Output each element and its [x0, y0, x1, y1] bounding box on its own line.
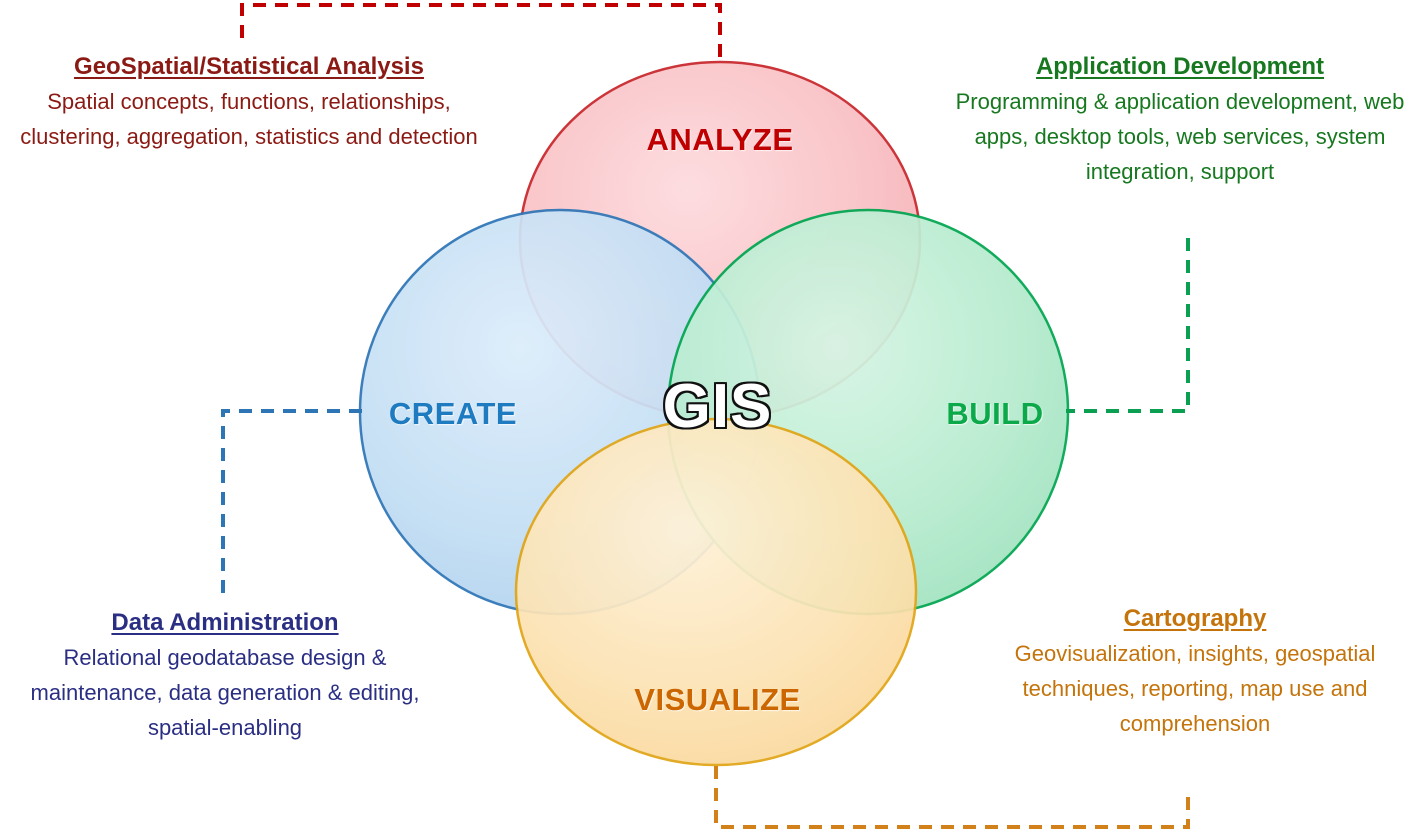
- caption-title-appdev: Application Development: [1035, 53, 1325, 80]
- circle-label-analyze: ANALYZE: [646, 122, 794, 157]
- caption-body-dataadmin: Relational geodatabase design & maintena…: [30, 645, 420, 740]
- caption-cartography: Cartography Geovisualization, insights, …: [975, 604, 1411, 741]
- caption-data-administration: Data Administration Relational geodataba…: [0, 608, 450, 745]
- caption-title-geospatial: GeoSpatial/Statistical Analysis: [74, 53, 424, 80]
- circle-label-build: BUILD: [946, 396, 1044, 431]
- circle-visualize: [514, 417, 918, 767]
- caption-title-cartography: Cartography: [1123, 605, 1267, 632]
- caption-body-cartography: Geovisualization, insights, geospatial t…: [1014, 641, 1376, 736]
- caption-title-dataadmin: Data Administration: [111, 609, 339, 636]
- caption-geospatial-statistical-analysis: GeoSpatial/Statistical Analysis Spatial …: [14, 52, 484, 154]
- center-label-gis: GIS: [661, 372, 773, 441]
- caption-application-development: Application Development Programming & ap…: [955, 52, 1405, 189]
- caption-body-appdev: Programming & application development, w…: [955, 89, 1405, 184]
- circle-label-visualize: VISUALIZE: [634, 682, 801, 717]
- circle-label-create: CREATE: [388, 396, 518, 431]
- caption-body-geospatial: Spatial concepts, functions, relationshi…: [20, 89, 478, 149]
